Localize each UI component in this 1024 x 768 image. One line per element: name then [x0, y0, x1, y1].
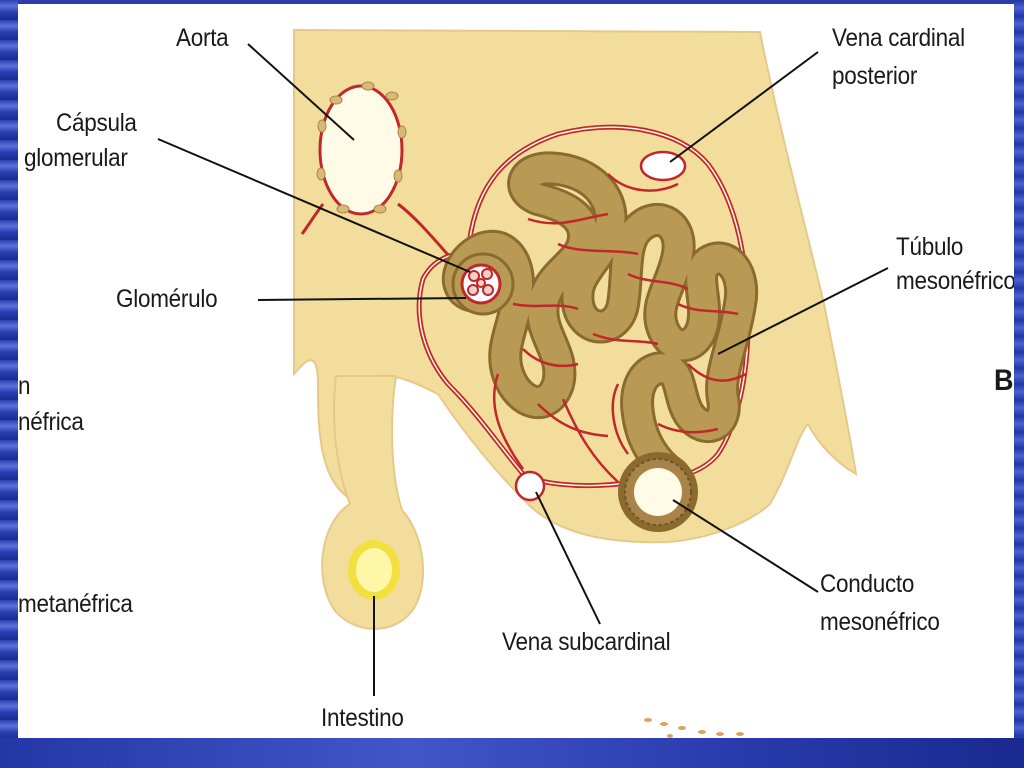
right-frame-band: [1014, 0, 1024, 768]
label-partial-metanefrica: metanéfrica: [18, 590, 133, 618]
intestine-lumen: [348, 540, 400, 600]
label-vena-cardinal-line2: posterior: [832, 62, 918, 90]
decorative-speckles: [644, 718, 744, 738]
label-conducto-line1: Conducto: [820, 570, 915, 598]
left-frame-band: [0, 0, 18, 768]
label-conducto-line2: mesonéfrico: [820, 608, 940, 636]
label-glomerulo: Glomérulo: [116, 285, 218, 313]
panel-letter: B: [994, 364, 1014, 397]
label-vena-cardinal-line1: Vena cardinal: [832, 24, 965, 52]
capillary-network: [492, 173, 747, 483]
top-frame-band: [0, 0, 1024, 4]
label-capsula-line1: Cápsula: [56, 109, 137, 137]
slide-content: Aorta Cápsula glomerular Glomérulo Vena …: [18, 4, 1014, 738]
bottom-frame-band: [0, 738, 1024, 768]
subcardinal-vein: [514, 470, 546, 502]
leader-lines: [157, 43, 889, 696]
label-tubulo-line2: mesonéfrico: [896, 267, 1014, 295]
mesonephros-diagram: [157, 28, 889, 738]
label-intestino: Intestino: [321, 704, 404, 732]
label-partial-nefrica: néfrica: [18, 408, 84, 436]
aorta-vessel: [318, 84, 404, 216]
label-partial-n: n: [18, 372, 31, 400]
label-capsula-line2: glomerular: [24, 144, 128, 172]
label-aorta: Aorta: [176, 24, 229, 52]
label-tubulo-line1: Túbulo: [896, 233, 964, 261]
aorta-wall-cells: [316, 81, 407, 214]
label-vena-subcardinal: Vena subcardinal: [502, 628, 671, 656]
